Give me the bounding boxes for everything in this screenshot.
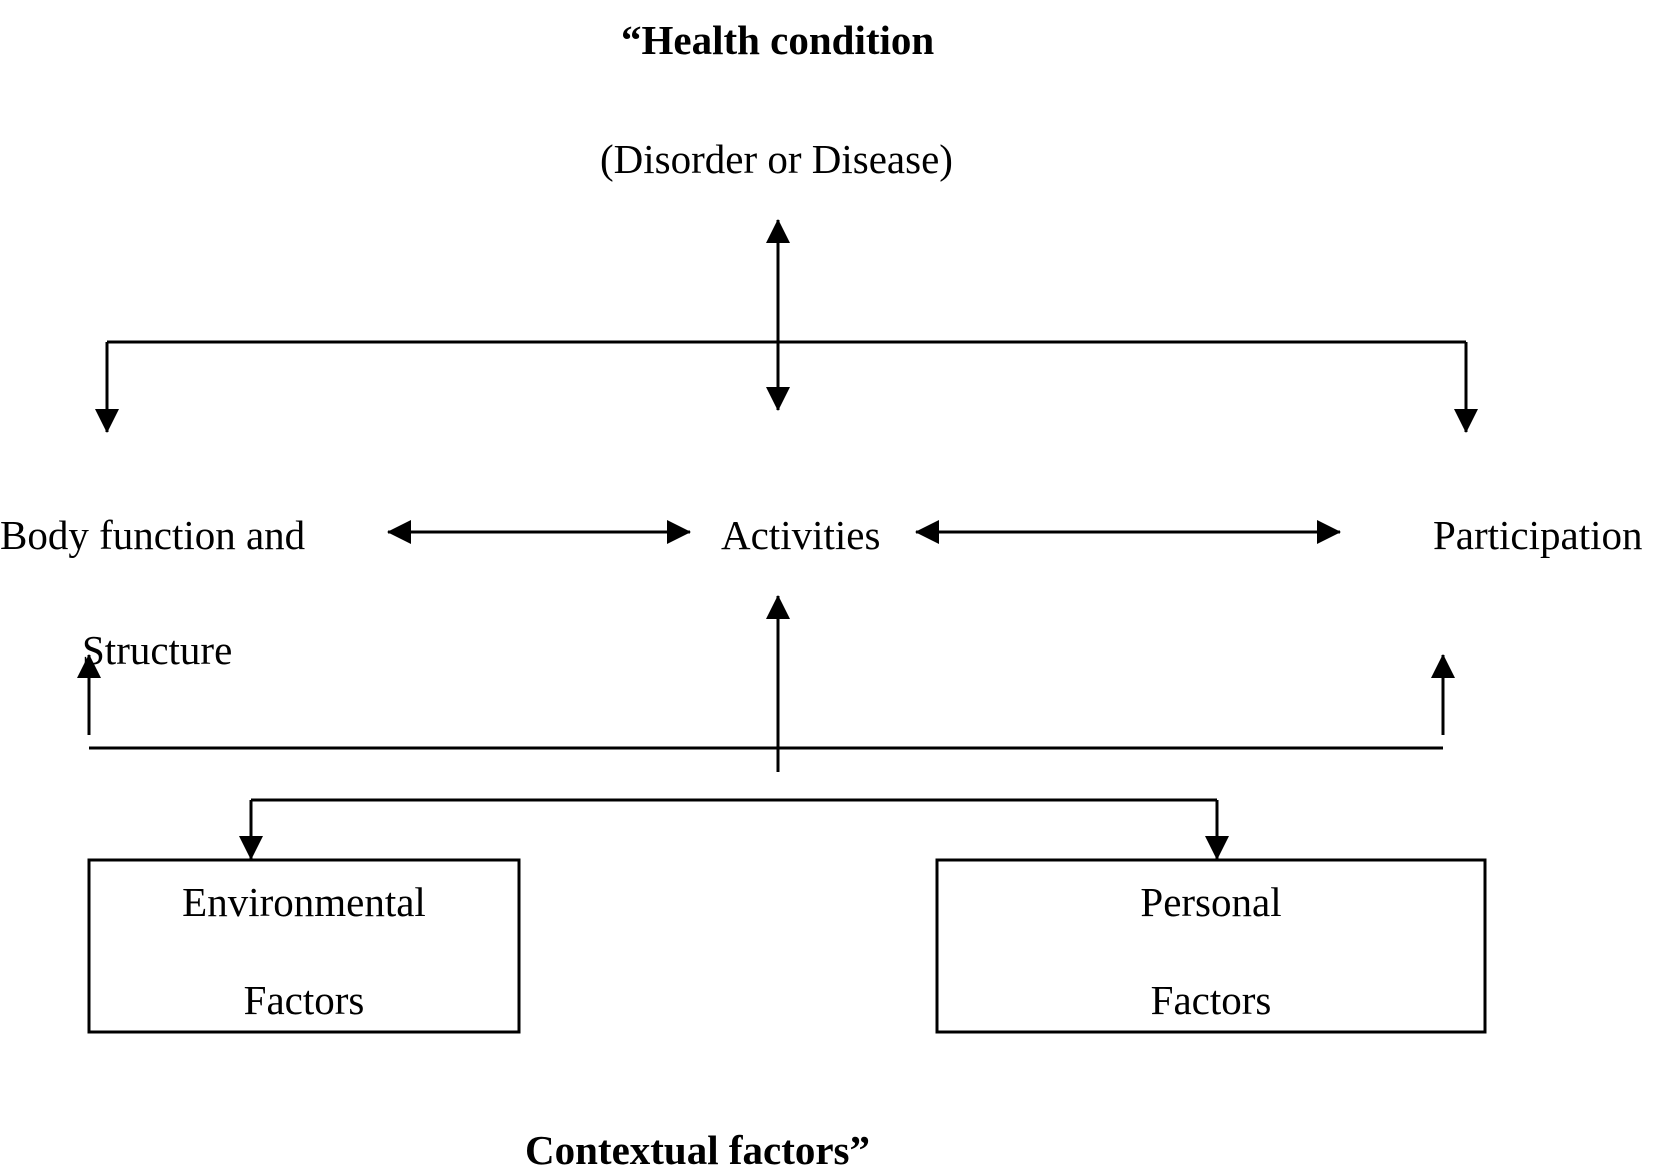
- environmental-factors-box: [87, 858, 521, 1034]
- node-body-line2: Structure: [82, 627, 233, 673]
- personal-factors-box: [935, 858, 1487, 1034]
- node-body-line1: Body function and: [0, 512, 306, 558]
- personal-label-line2: Factors: [1150, 977, 1272, 1023]
- diagram-title: “Health condition: [621, 17, 935, 63]
- personal-label-line1: Personal: [1140, 879, 1282, 925]
- diagram-footer: Contextual factors”: [525, 1127, 871, 1173]
- node-activities: Activities: [721, 512, 881, 558]
- node-participation: Participation: [1433, 512, 1643, 558]
- environmental-label-line1: Environmental: [182, 879, 426, 925]
- environmental-label-line2: Factors: [243, 977, 365, 1023]
- diagram-subtitle: (Disorder or Disease): [600, 136, 953, 182]
